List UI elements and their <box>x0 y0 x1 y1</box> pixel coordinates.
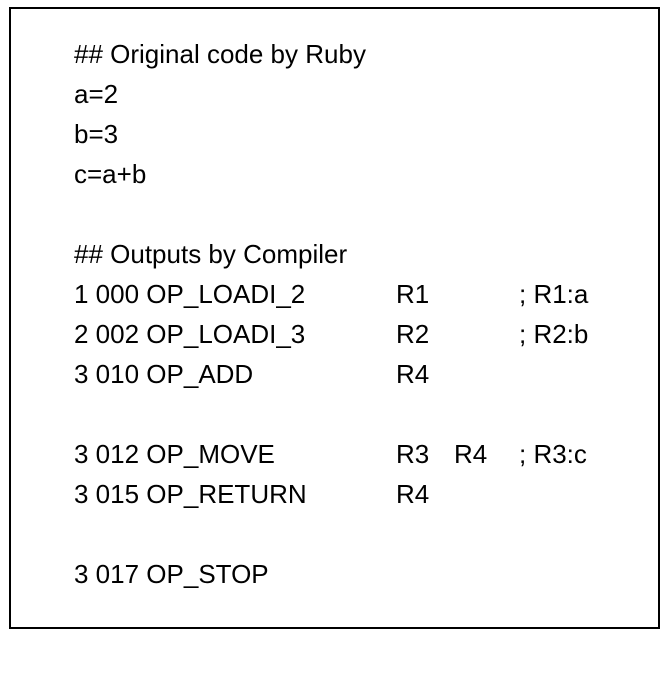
register-comment: ; R2:b <box>519 319 589 349</box>
register-operand-2: R4 <box>454 439 488 469</box>
register-comment: ; R1:a <box>519 279 589 309</box>
register-operand: R4 <box>396 479 430 509</box>
register-operand: R4 <box>396 359 430 389</box>
output-row: 3 010 OP_ADD R4 <box>74 354 429 394</box>
register-comment: ; R3:c <box>519 439 587 469</box>
output-row: 3 012 OP_MOVE R3 R4 ; R3:c <box>74 434 587 474</box>
instruction: 3 017 OP_STOP <box>74 559 269 589</box>
instruction: 3 012 OP_MOVE <box>74 439 275 469</box>
output-heading: ## Outputs by Compiler <box>74 239 348 269</box>
source-heading: ## Original code by Ruby <box>74 39 366 69</box>
register-operand: R1 <box>396 279 430 309</box>
instruction: 3 015 OP_RETURN <box>74 479 307 509</box>
output-row: 3 017 OP_STOP <box>74 554 366 594</box>
instruction: 1 000 OP_LOADI_2 <box>74 279 306 309</box>
code-frame <box>9 7 660 629</box>
instruction: 3 010 OP_ADD <box>74 359 254 389</box>
code-listing: ## Original code by Ruby a=2 b=3 c=a+b #… <box>74 34 588 594</box>
source-line: b=3 <box>74 119 119 149</box>
output-row: 3 015 OP_RETURN R4 <box>74 474 429 514</box>
blank-line <box>74 394 366 434</box>
register-operand: R3 <box>396 439 430 469</box>
register-operand: R2 <box>396 319 430 349</box>
source-line: a=2 <box>74 79 119 109</box>
output-row: 2 002 OP_LOADI_3 R2 ; R2:b <box>74 314 588 354</box>
source-line: c=a+b <box>74 159 147 189</box>
blank-line <box>74 514 366 554</box>
blank-line <box>74 194 366 234</box>
output-row: 1 000 OP_LOADI_2 R1 ; R1:a <box>74 274 588 314</box>
instruction: 2 002 OP_LOADI_3 <box>74 319 306 349</box>
